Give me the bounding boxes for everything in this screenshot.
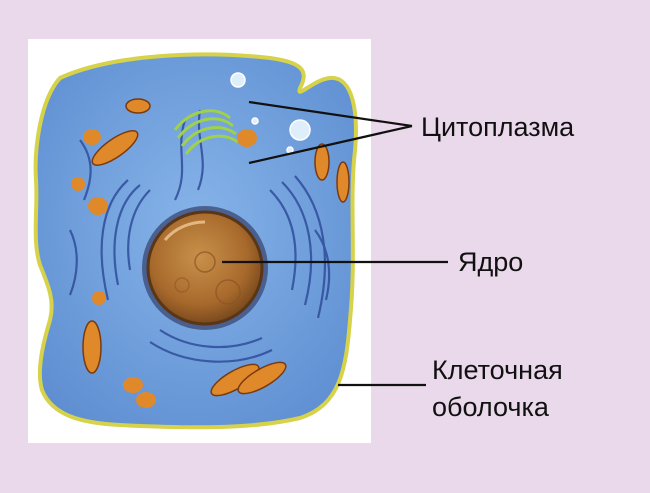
endoplasmic-reticulum [68, 109, 331, 363]
golgi-apparatus [173, 109, 239, 155]
cytoplasm-label: Цитоплазма [421, 112, 575, 142]
lysosomes [71, 129, 257, 408]
membrane-label: Клеточная оболочка [432, 352, 563, 426]
membrane-label-line1: Клеточная [432, 355, 563, 385]
vacuoles [230, 72, 311, 154]
membrane-label-line2: оболочка [432, 392, 549, 422]
cytoplasm-leader-1 [248, 100, 413, 128]
nucleus-label: Ядро [458, 247, 524, 277]
cytoplasm-leader-2 [248, 124, 413, 165]
nucleus [142, 206, 268, 330]
leader-lines [222, 100, 448, 387]
mitochondria [82, 98, 350, 397]
